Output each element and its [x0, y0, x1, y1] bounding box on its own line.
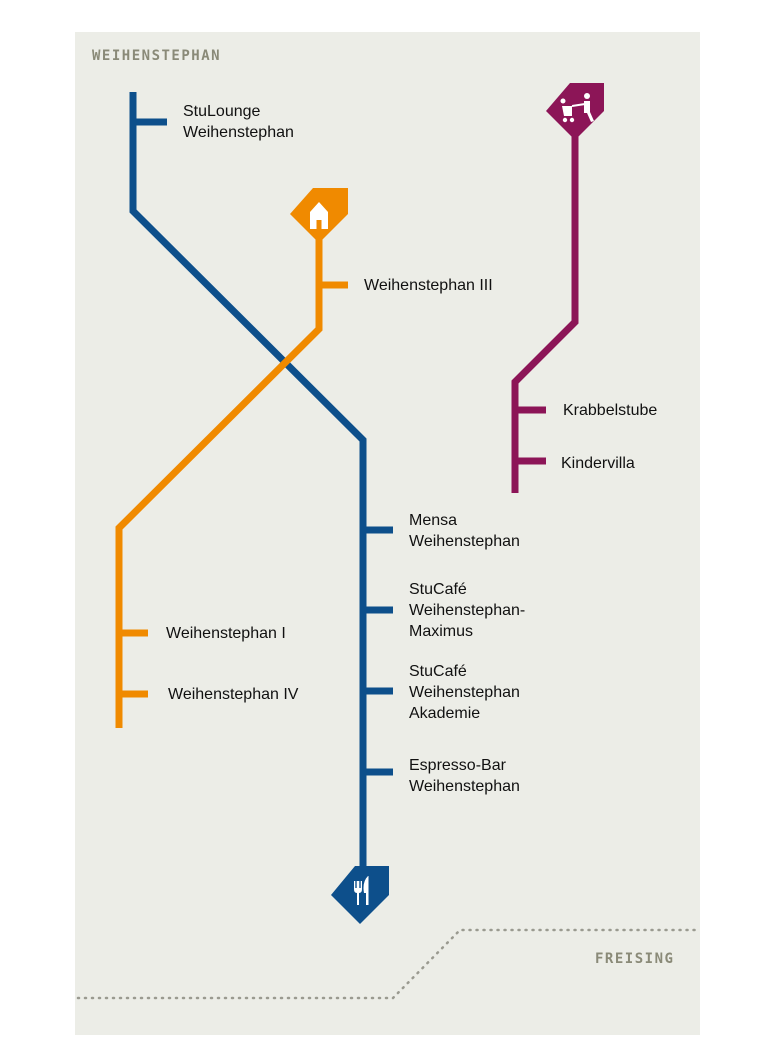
station-label-espresso-bar[interactable]: Espresso-Bar Weihenstephan	[409, 757, 520, 795]
cutlery-icon	[331, 866, 389, 924]
station-label-kindervilla[interactable]: Kindervilla	[561, 455, 635, 472]
gastronomy-line	[129, 92, 393, 875]
station-label-weihenstephan-iv[interactable]: Weihenstephan IV	[168, 686, 299, 703]
station-label-stucafe-maximus[interactable]: StuCafé Weihenstephan- Maximus	[409, 581, 526, 640]
station-label-weihenstephan-i[interactable]: Weihenstephan I	[166, 625, 286, 642]
station-label-mensa[interactable]: Mensa Weihenstephan	[409, 512, 520, 550]
housing-line	[115, 238, 348, 728]
area-label-freising: FREISING	[595, 951, 675, 967]
area-label-weihenstephan: WEIHENSTEPHAN	[92, 48, 222, 64]
station-label-stulounge[interactable]: StuLounge Weihenstephan	[183, 103, 294, 141]
station-label-stucafe-akademie[interactable]: StuCafé Weihenstephan Akademie	[409, 663, 520, 722]
childcare-line	[511, 135, 579, 493]
station-label-krabbelstube[interactable]: Krabbelstube	[563, 402, 658, 419]
station-label-weihenstephan-iii[interactable]: Weihenstephan III	[364, 277, 493, 294]
stroller-parent-icon	[546, 83, 604, 140]
house-icon	[290, 188, 348, 243]
